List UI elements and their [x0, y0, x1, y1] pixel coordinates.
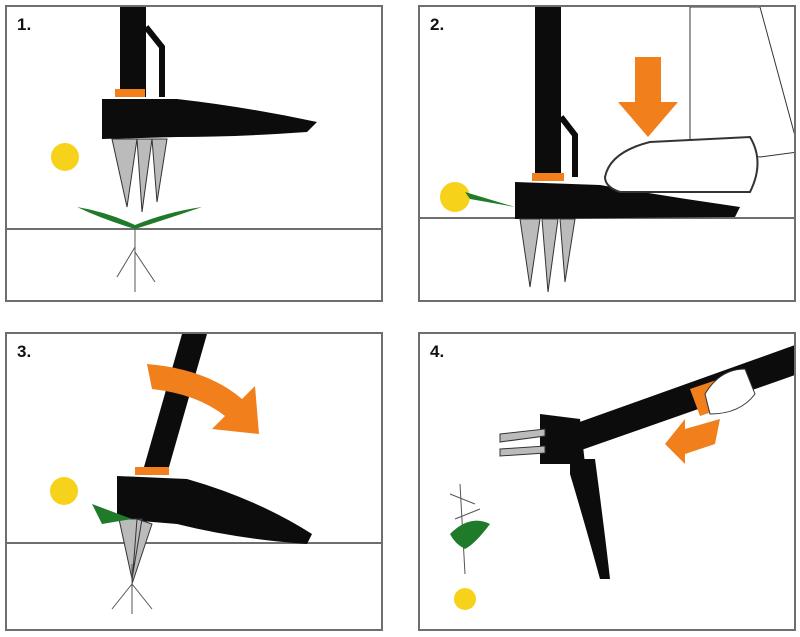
hand — [704, 368, 756, 415]
orange-collar — [115, 89, 145, 97]
orange-collar — [135, 467, 169, 475]
step-1-panel: 1. — [5, 5, 383, 302]
orange-collar — [532, 173, 564, 181]
step-4-panel: 4. — [418, 332, 796, 631]
tines — [111, 138, 168, 213]
left-arrow-icon — [665, 419, 720, 464]
leaves — [450, 520, 490, 549]
dandelion-flower — [50, 477, 78, 505]
leaves — [465, 192, 515, 207]
tool-head — [540, 414, 585, 464]
step-2-illustration — [420, 7, 794, 293]
tool-handle — [142, 334, 207, 474]
step-2-panel: 2. — [418, 5, 796, 302]
step-1-label: 1. — [17, 15, 32, 34]
tool-handle — [535, 7, 561, 177]
tines — [519, 218, 576, 293]
roots — [116, 229, 156, 292]
tool-foot — [515, 182, 740, 219]
tool-rod — [558, 115, 578, 177]
step-3-illustration — [7, 334, 381, 614]
tines — [118, 518, 153, 585]
step-2-label: 2. — [430, 15, 445, 34]
tool-foot — [102, 99, 317, 139]
curved-arrow-icon — [147, 364, 259, 434]
tines — [499, 428, 546, 457]
step-3-label: 3. — [17, 342, 32, 361]
dandelion-flower — [51, 143, 79, 171]
roots — [111, 564, 153, 614]
down-arrow-icon — [618, 57, 678, 137]
step-3-panel: 3. — [5, 332, 383, 631]
step-4-label: 4. — [430, 342, 445, 361]
dandelion-flower — [440, 182, 470, 212]
tool-foot — [570, 459, 610, 579]
tool-rod — [143, 25, 165, 97]
leg — [689, 7, 794, 158]
tool-handle — [120, 7, 146, 97]
tool-foot — [117, 476, 312, 544]
leaves — [92, 504, 132, 524]
dandelion-flower — [454, 588, 476, 610]
step-4-illustration — [449, 345, 794, 610]
shoe — [603, 135, 759, 193]
leaves — [77, 207, 202, 229]
step-1-illustration — [7, 7, 381, 292]
